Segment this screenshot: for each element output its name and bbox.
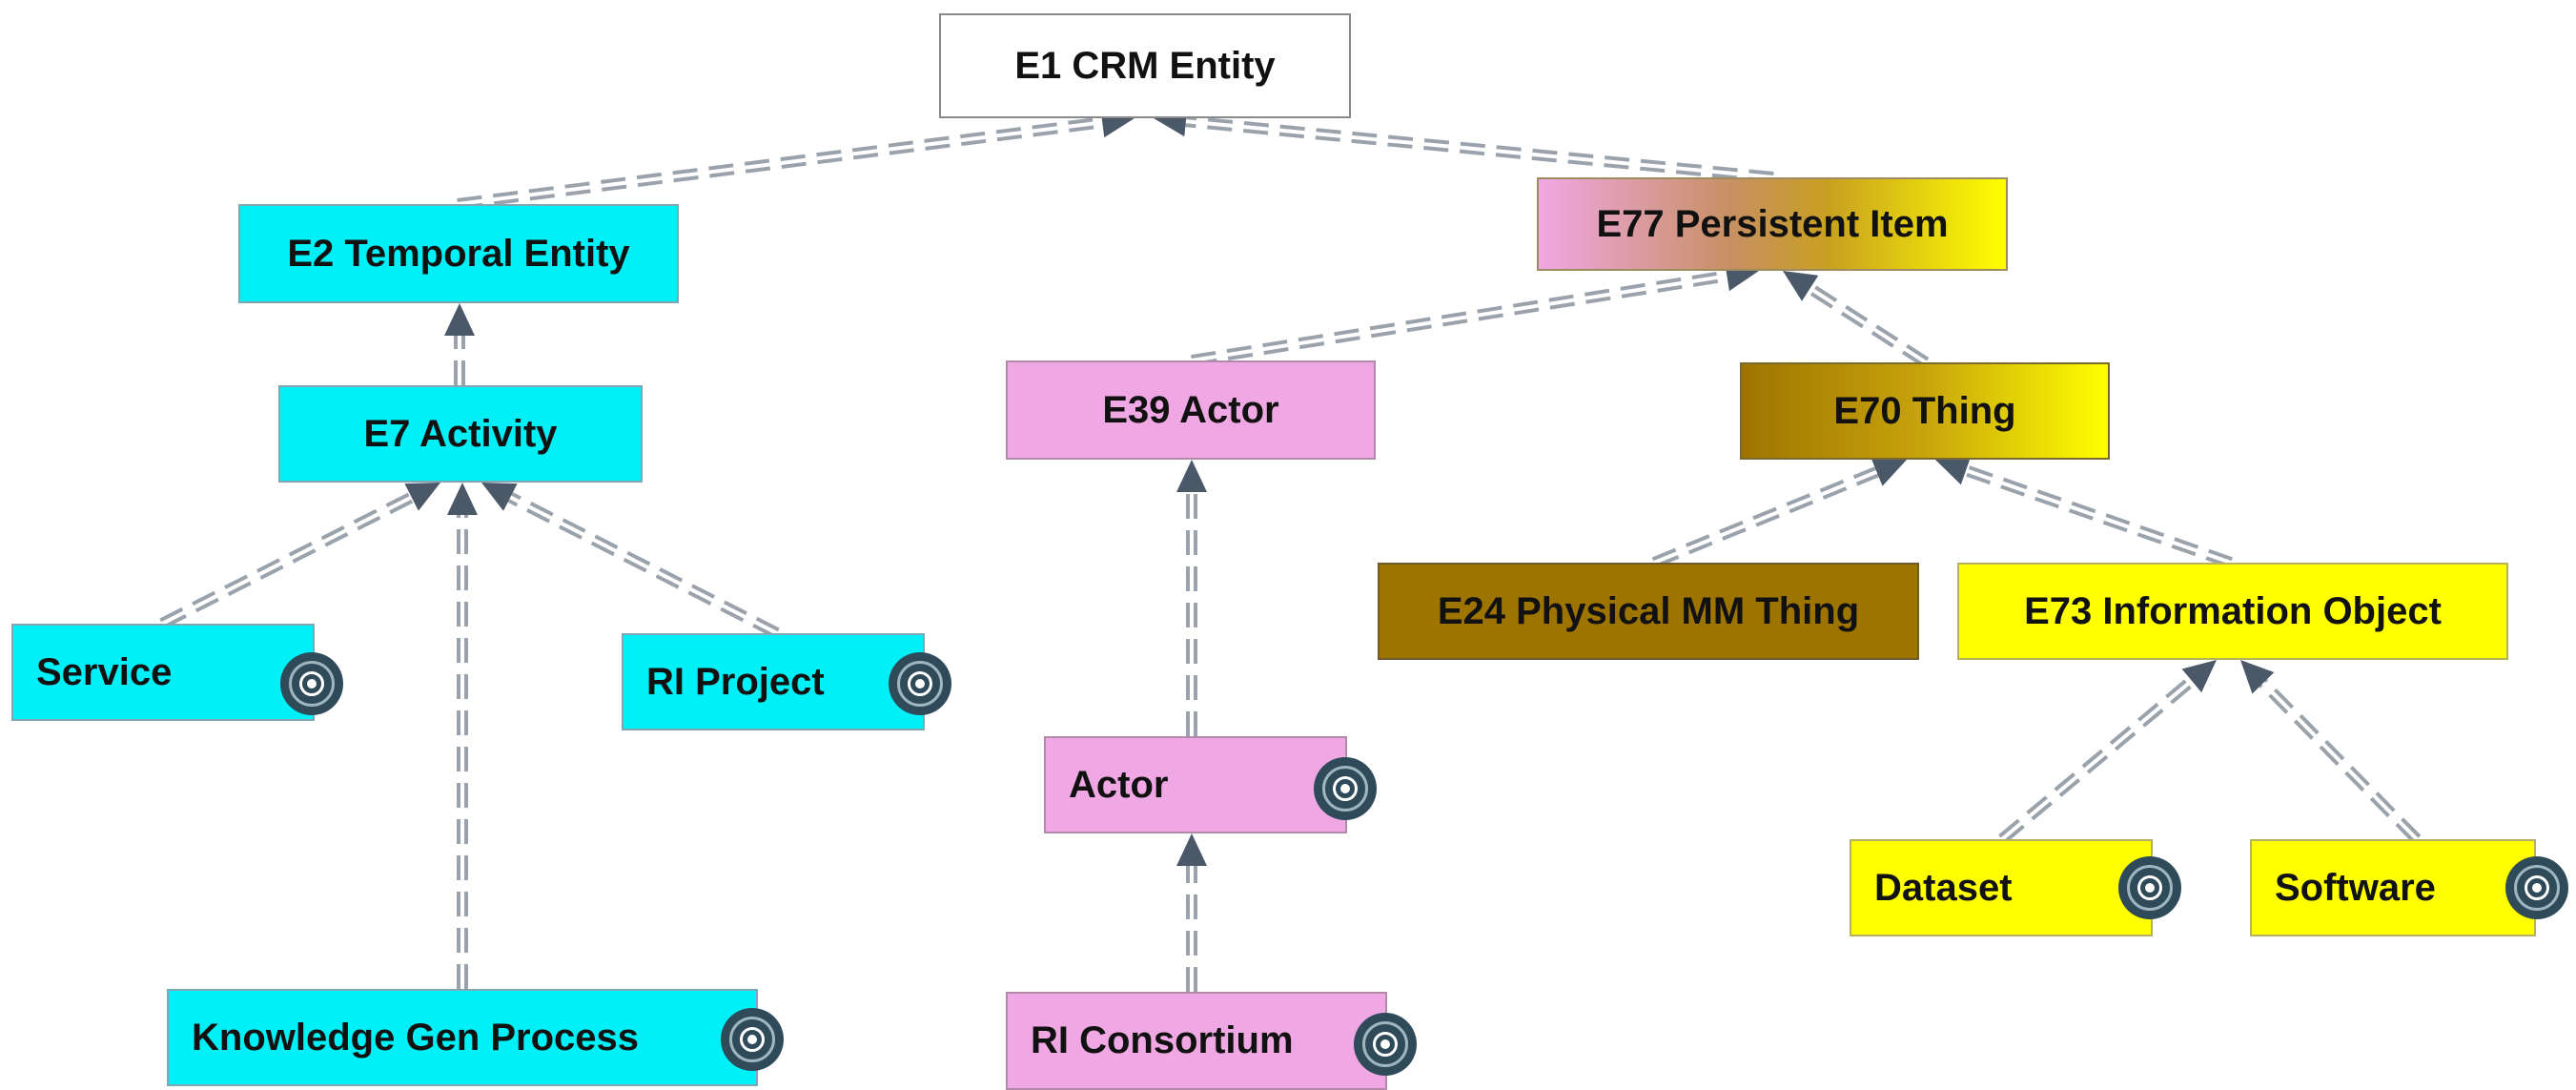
node-label: E24 Physical MM Thing xyxy=(1437,589,1860,632)
arrowhead xyxy=(2240,660,2275,694)
edge-riproject-to-e7 xyxy=(481,483,780,639)
node-e70-thing[interactable]: E70 Thing xyxy=(1740,362,2110,460)
edge-line xyxy=(511,492,780,632)
target-icon[interactable] xyxy=(2505,856,2568,919)
edge-e7-to-e2 xyxy=(444,303,475,385)
edge-line xyxy=(162,499,415,629)
edge-line xyxy=(159,492,411,623)
arrowhead xyxy=(1783,271,1819,301)
edge-e24-to-e70 xyxy=(1651,458,1907,568)
node-label: Knowledge Gen Process xyxy=(192,1016,640,1059)
arrowhead xyxy=(1176,460,1207,492)
edge-e73-to-e70 xyxy=(1935,456,2233,568)
edge-line xyxy=(1651,466,1876,562)
edge-line xyxy=(1966,464,2233,562)
edge-line xyxy=(507,499,777,639)
edge-line xyxy=(1998,676,2191,838)
node-label: E70 Thing xyxy=(1833,389,2016,432)
arrowhead xyxy=(481,483,518,511)
node-label: E2 Temporal Entity xyxy=(287,232,630,275)
node-label: E39 Actor xyxy=(1102,388,1279,431)
target-icon[interactable] xyxy=(280,652,343,715)
node-actor[interactable]: Actor xyxy=(1044,736,1347,833)
node-service[interactable]: Service xyxy=(11,624,315,721)
node-dataset[interactable]: Dataset xyxy=(1850,839,2153,936)
edge-line xyxy=(1964,472,2231,568)
node-e2-temporal-entity[interactable]: E2 Temporal Entity xyxy=(238,204,679,303)
node-label: E77 Persistent Item xyxy=(1596,202,1949,245)
node-label: Dataset xyxy=(1874,866,2013,909)
edge-line xyxy=(1191,270,1728,360)
target-icon[interactable] xyxy=(721,1008,784,1071)
arrowhead xyxy=(2181,660,2217,693)
node-e24-physical-mm-thing[interactable]: E24 Physical MM Thing xyxy=(1378,563,1919,660)
target-icon[interactable] xyxy=(889,652,951,715)
edge-line xyxy=(2259,684,2416,844)
edge-e2-to-e1 xyxy=(457,107,1135,210)
node-e7-activity[interactable]: E7 Activity xyxy=(278,385,643,483)
arrowhead xyxy=(1176,833,1207,866)
arrowhead xyxy=(447,483,478,515)
edge-e39-to-e77 xyxy=(1191,260,1759,366)
node-e73-information-object[interactable]: E73 Information Object xyxy=(1957,563,2508,660)
node-knowledge-gen-process[interactable]: Knowledge Gen Process xyxy=(167,989,758,1086)
edge-line xyxy=(457,116,1103,203)
node-label: RI Project xyxy=(646,660,825,703)
node-ri-consortium[interactable]: RI Consortium xyxy=(1006,992,1387,1090)
edge-actor-to-e39 xyxy=(1176,460,1207,736)
node-label: Actor xyxy=(1069,763,1169,806)
node-e77-persistent-item[interactable]: E77 Persistent Item xyxy=(1537,177,2008,271)
edge-e70-to-e77 xyxy=(1783,271,1930,368)
node-label: E73 Information Object xyxy=(2024,589,2442,632)
target-icon[interactable] xyxy=(1314,757,1377,820)
edge-line xyxy=(1810,283,1930,361)
edge-line xyxy=(2003,682,2196,844)
arrowhead xyxy=(1935,456,1972,485)
node-e1-crm-entity[interactable]: E1 CRM Entity xyxy=(939,13,1351,118)
node-software[interactable]: Software xyxy=(2250,839,2536,936)
edge-line xyxy=(458,124,1104,210)
edge-line xyxy=(1654,473,1879,568)
edge-kgp-to-e7 xyxy=(447,483,478,989)
target-icon[interactable] xyxy=(1354,1013,1417,1076)
edge-service-to-e7 xyxy=(159,483,440,629)
node-label: RI Consortium xyxy=(1031,1019,1294,1061)
edge-riconsortium-to-actor xyxy=(1176,833,1207,992)
arrowhead xyxy=(404,483,440,511)
edge-line xyxy=(1807,290,1925,368)
node-label: E7 Activity xyxy=(363,412,558,455)
edge-line xyxy=(1192,278,1728,366)
node-label: E1 CRM Entity xyxy=(1014,44,1276,87)
node-label: Service xyxy=(36,650,173,693)
node-e39-actor[interactable]: E39 Actor xyxy=(1006,360,1376,460)
edge-line xyxy=(2264,679,2422,838)
edge-dataset-to-e73 xyxy=(1998,660,2217,844)
arrowhead xyxy=(444,303,475,336)
edge-line xyxy=(1186,115,1774,176)
arrowhead xyxy=(1871,458,1907,486)
edge-software-to-e73 xyxy=(2240,660,2422,844)
target-icon[interactable] xyxy=(2118,856,2181,919)
node-ri-project[interactable]: RI Project xyxy=(622,633,925,730)
node-label: Software xyxy=(2275,866,2436,909)
edge-line xyxy=(1185,123,1773,183)
